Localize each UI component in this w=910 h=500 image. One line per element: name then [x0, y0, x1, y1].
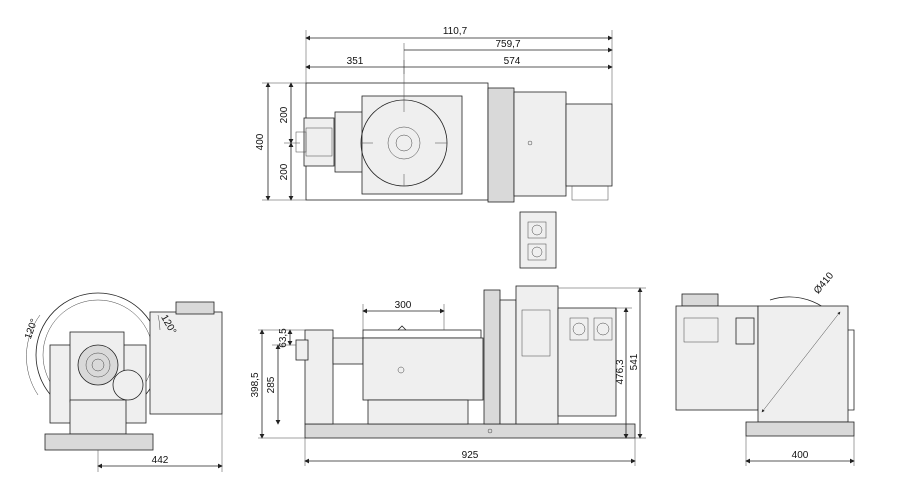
top-dim-half-bottom: 200: [279, 163, 290, 180]
front-dim-table: 300: [395, 300, 412, 311]
left-dim-width: 442: [152, 455, 169, 466]
right-view: Ø410 400: [675, 270, 855, 466]
front-dim-length: 925: [462, 450, 479, 461]
front-dim-total-left: 398,5: [250, 372, 261, 397]
front-dim-axis: 285: [266, 376, 277, 393]
front-dim-total-right: 541: [629, 353, 640, 370]
front-dim-mid: 476,3: [615, 359, 626, 384]
front-dim-small: 63,5: [278, 328, 289, 348]
top-dim-right: 574: [504, 56, 521, 67]
left-angle-left: 120°: [23, 318, 40, 341]
right-dim-width: 400: [792, 450, 809, 461]
front-view: 300 398,5 285 63,5 476,3 541 925: [250, 285, 646, 466]
top-dim-height: 400: [255, 133, 266, 150]
top-dim-left: 351: [347, 56, 364, 67]
top-dim-offset: 759,7: [495, 39, 520, 50]
right-dim-diameter: Ø410: [812, 270, 836, 296]
left-view: 120° 120° 442: [23, 292, 223, 472]
top-view: 110,7 759,7 351 574 400 200 200: [255, 26, 613, 269]
top-dim-half-top: 200: [279, 106, 290, 123]
top-dim-overall: 110,7: [443, 26, 468, 37]
